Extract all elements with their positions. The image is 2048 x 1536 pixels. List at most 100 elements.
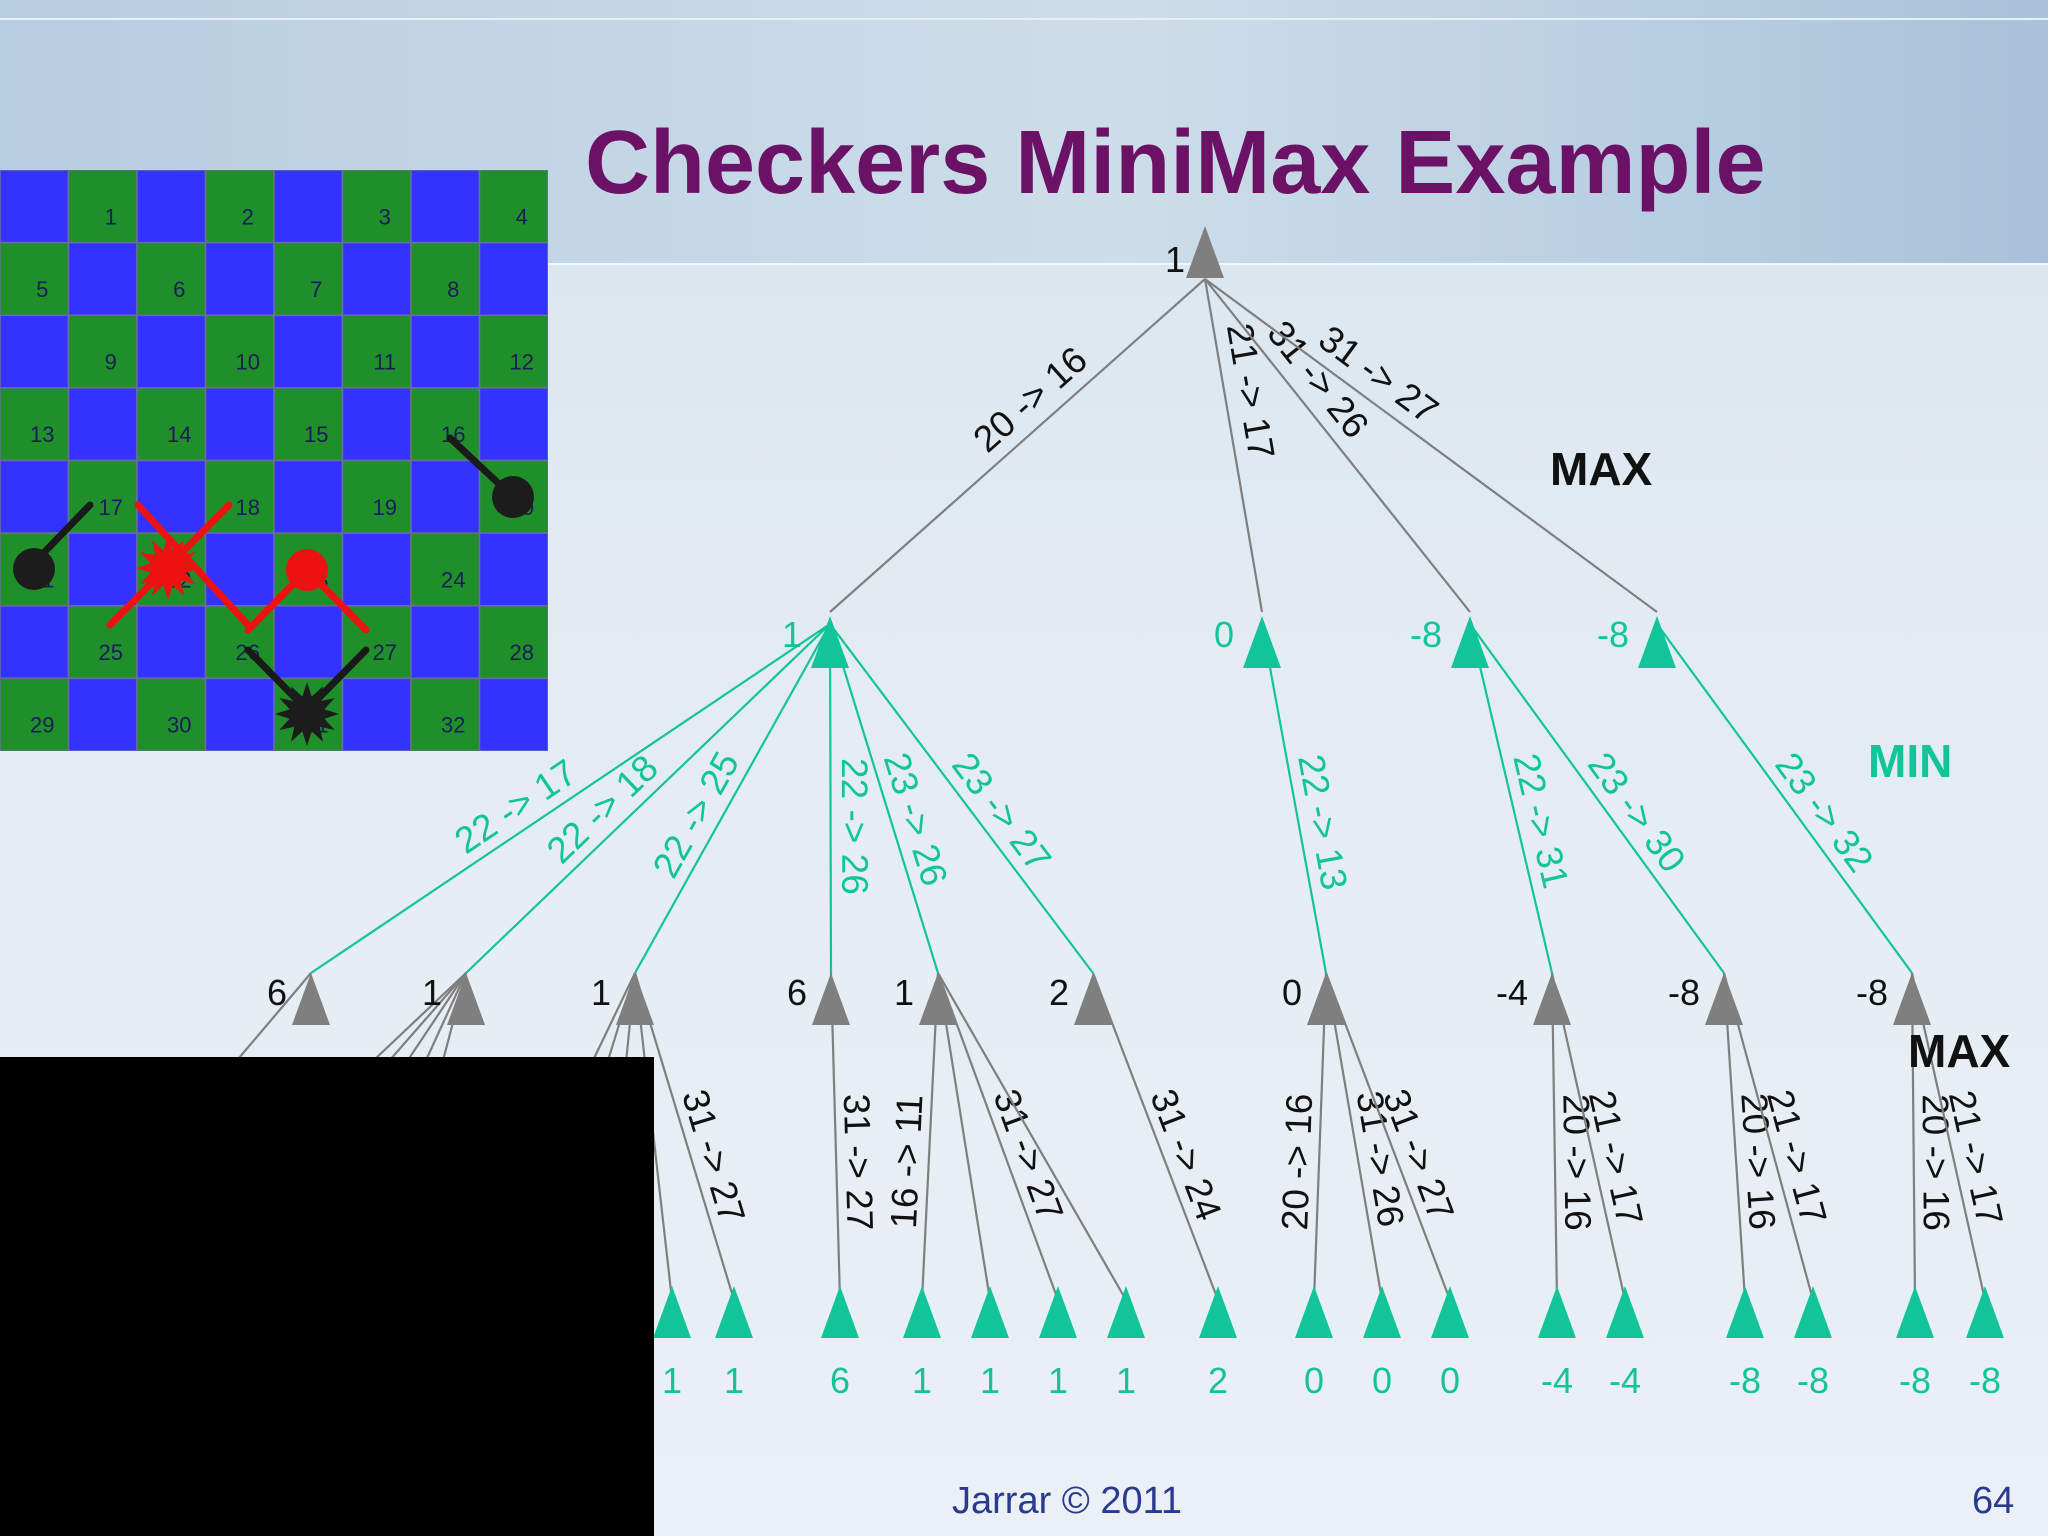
board-square-green [136,241,207,316]
board-square-green [341,314,412,389]
max-level-node [1705,973,1743,1025]
leaf-node [1794,1286,1832,1338]
board-square-green [67,170,138,244]
edge-move-label: 20 -> 16 [965,339,1095,460]
tree-edge-root [1204,278,1658,613]
board-square-number: 3 [379,204,391,229]
root-node-value: 1 [1165,239,1185,280]
max-node-value: -8 [1856,972,1888,1013]
board-square-green [410,241,481,316]
min-node-value: -8 [1410,614,1442,655]
leaf-node [821,1286,859,1338]
board-square-number: 1 [105,204,117,229]
tree-edge-leaf [1910,972,1917,1301]
edge-move-label: 23 -> 32 [1767,745,1881,880]
board-square-green [478,605,548,680]
board-square-number: 15 [304,422,328,447]
black-occlusion-box [0,1057,654,1536]
leaf-node [971,1286,1009,1338]
board-square-blue [341,241,412,316]
board-square-green [0,387,70,462]
board-square-number: 14 [167,422,191,447]
board-square-blue [67,677,138,751]
leaf-node [1295,1286,1333,1338]
board-square-number: 2 [242,204,254,229]
board-square-green [0,241,70,316]
leaf-node-value: -4 [1609,1360,1641,1401]
board-square-blue [410,605,481,680]
board-square-green [204,314,275,389]
edge-move-label: 23 -> 26 [876,748,956,891]
tree-edge-root [1204,278,1471,613]
board-square-blue [341,387,412,462]
min-node-value: -8 [1597,614,1629,655]
leaf-node [1606,1286,1644,1338]
tree-edge-min [828,623,833,974]
max-node-value: 2 [1049,972,1069,1013]
board-square-green [273,241,344,316]
tree-edge-leaf [1324,972,1452,1301]
board-square-number: 30 [167,713,191,738]
tree-edge-min [1468,623,1554,974]
tree-edge-min [310,623,831,974]
min-level-node [1451,616,1489,668]
board-square-green [341,459,412,534]
board-square-blue [136,605,207,680]
board-square-green [410,532,481,607]
tree-edge-min [465,623,831,974]
max-level-node [919,973,957,1025]
leaf-node-value: 1 [1048,1360,1068,1401]
tree-edge-leaf [1722,972,1747,1301]
max-node-value: 6 [787,972,807,1013]
leaf-node-value: 6 [830,1360,850,1401]
leaf-node [1107,1286,1145,1338]
leaf-node [1431,1286,1469,1338]
tree-edge-min [829,623,1094,974]
board-square-green [67,314,138,389]
max-level-node [616,973,654,1025]
board-square-number: 6 [173,277,185,302]
board-square-blue [478,677,548,751]
leaf-node [1726,1286,1764,1338]
level-label-max-bottom: MAX [1908,1025,2011,1077]
board-square-green [67,605,138,680]
tree-edge-leaf [920,972,940,1301]
min-node-value: 0 [1214,614,1234,655]
board-square-blue [204,241,275,316]
leaf-node-value: 1 [912,1360,932,1401]
edge-move-label: 20 -> 16 [1555,1094,1598,1231]
edge-move-label: 31 -> 27 [674,1085,753,1228]
tree-edge-leaf [1324,972,1384,1301]
edge-move-label: 31 -> 24 [1142,1084,1229,1226]
board-square-number: 10 [236,350,260,375]
max-level-node [1074,973,1112,1025]
edge-move-label: 20 -> 16 [1915,1094,1957,1231]
tree-edge-leaf [829,972,842,1301]
leaf-node [1363,1286,1401,1338]
slide-number: 64 [1972,1480,2015,1522]
board-square-blue [478,532,548,607]
board-square-green [410,387,481,462]
edge-move-label: 31 -> 27 [836,1093,881,1231]
slide-title: Checkers MiniMax Example [585,113,1766,213]
leaf-node [653,1286,691,1338]
header-line [0,18,2048,20]
black-king-piece [275,682,339,746]
tree-edge-leaf [633,972,736,1301]
leaf-node-value: -4 [1541,1360,1573,1401]
min-level-node [811,616,849,668]
min-level-node [1243,616,1281,668]
board-square-green [136,677,207,751]
board-square-number: 17 [99,495,123,520]
edge-move-label: 20 -> 16 [1274,1093,1320,1231]
edge-move-label: 31 -> 27 [985,1084,1071,1227]
board-square-blue [410,459,481,534]
leaf-node-value: -8 [1899,1360,1931,1401]
leaf-node-value: 0 [1304,1360,1324,1401]
max-level-node [1893,973,1931,1025]
black-piece [492,476,534,518]
board-square-number: 12 [510,350,534,375]
tree-edge-leaf [1312,972,1328,1301]
max-level-node [447,973,485,1025]
title-underline [545,263,2048,265]
